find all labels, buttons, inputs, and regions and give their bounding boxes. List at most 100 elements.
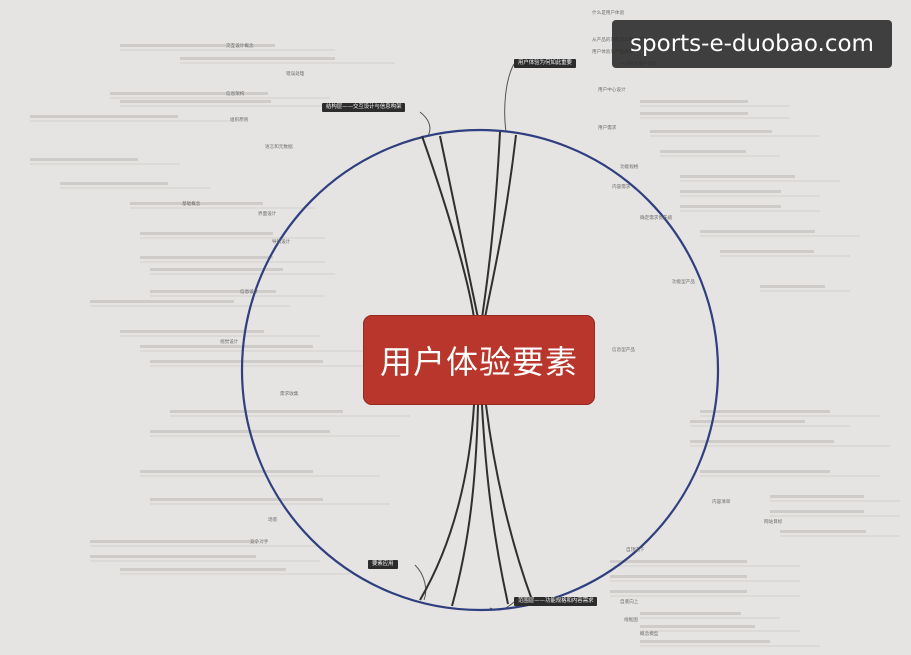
leaf-text-placeholder bbox=[90, 555, 256, 558]
leaf-text-placeholder bbox=[690, 440, 834, 443]
node-label: 内容需求 bbox=[612, 185, 631, 190]
leaf-text-placeholder bbox=[640, 112, 748, 115]
branch-elements-label: 要素应用 bbox=[372, 561, 394, 567]
leaf-text-placeholder bbox=[720, 250, 814, 253]
central-spokes bbox=[419, 131, 533, 607]
leaf-text-placeholder bbox=[150, 498, 323, 501]
leaf-text-placeholder bbox=[770, 495, 864, 498]
central-spoke bbox=[421, 135, 475, 319]
leaf-text-placeholder bbox=[140, 256, 273, 259]
branch-structure-label: 结构层——交互设计与信息构架 bbox=[326, 104, 402, 110]
leaf-text-placeholder bbox=[660, 150, 746, 153]
leaf-text-placeholder bbox=[610, 575, 747, 578]
node-label: 内容清单 bbox=[712, 500, 731, 505]
leaf-text-placeholder bbox=[60, 182, 168, 185]
node-label: 交互设计概念 bbox=[226, 44, 254, 49]
leaf-text-placeholder bbox=[180, 57, 335, 60]
leaf-text-placeholder bbox=[610, 590, 747, 593]
node-label: 什么是用户体验 bbox=[592, 11, 625, 16]
node-label: 场景 bbox=[268, 518, 278, 523]
node-label: 错误处理 bbox=[286, 72, 305, 77]
leaf-text-placeholder bbox=[700, 230, 815, 233]
branch-strategy-label: 用户体验为何如此重要 bbox=[518, 60, 572, 66]
central-spoke bbox=[439, 135, 479, 319]
node-label: 竞争对手 bbox=[250, 540, 269, 545]
node-label: 需求收集 bbox=[280, 392, 299, 397]
leaf-text-placeholder bbox=[150, 268, 283, 271]
node-label: 线框图 bbox=[624, 618, 638, 623]
branch-scope[interactable]: 范围层——功能规格和内容需求 bbox=[514, 597, 598, 606]
leaf-text-placeholder bbox=[140, 470, 313, 473]
leaf-text-placeholder bbox=[780, 530, 866, 533]
node-label: 概念模型 bbox=[640, 632, 659, 637]
leaf-text-placeholder bbox=[130, 202, 263, 205]
node-label: 视觉设计 bbox=[220, 340, 239, 345]
leaf-text-placeholder bbox=[610, 560, 747, 563]
node-label: 确定需求优先级 bbox=[640, 216, 673, 221]
leaf-text-placeholder bbox=[770, 510, 864, 513]
node-label: 功能规格 bbox=[620, 165, 639, 170]
leaf-text-placeholder bbox=[650, 130, 772, 133]
leaf-text-placeholder bbox=[680, 175, 795, 178]
leaf-text-placeholder bbox=[90, 300, 234, 303]
leaf-text-placeholder bbox=[760, 285, 825, 288]
leaf-text-placeholder bbox=[690, 420, 805, 423]
node-label: 用户需求 bbox=[598, 126, 617, 131]
leaf-text-placeholder bbox=[640, 100, 748, 103]
leaf-text-placeholder bbox=[640, 640, 770, 643]
branch-strategy[interactable]: 用户体验为何如此重要 bbox=[514, 59, 576, 68]
node-label: 自底向上 bbox=[620, 600, 639, 605]
node-label: 信息设计 bbox=[240, 290, 259, 295]
central-spoke bbox=[484, 134, 517, 319]
leaf-text-placeholder bbox=[640, 612, 741, 615]
leaf-text-placeholder bbox=[700, 410, 830, 413]
watermark-banner: sports-e-duobao.com bbox=[612, 20, 892, 68]
node-label: 组织原则 bbox=[230, 118, 249, 123]
node-label: 基础概念 bbox=[182, 202, 201, 207]
central-topic[interactable]: 用户体验要素 bbox=[363, 315, 595, 405]
branch-scope-label: 范围层——功能规格和内容需求 bbox=[518, 598, 594, 604]
leaf-text-placeholder bbox=[120, 330, 264, 333]
node-label: 功能型产品 bbox=[672, 280, 695, 285]
central-spoke bbox=[451, 404, 479, 607]
node-label: 导航设计 bbox=[272, 240, 291, 245]
leaf-text-placeholder bbox=[700, 470, 830, 473]
node-label: 信息型产品 bbox=[612, 348, 635, 353]
leaf-text-placeholder bbox=[140, 232, 273, 235]
leaf-text-placeholder bbox=[140, 345, 313, 348]
node-label: 信息架构 bbox=[226, 92, 245, 97]
node-label: 语言和元数据 bbox=[265, 145, 293, 150]
watermark-text: sports-e-duobao.com bbox=[630, 31, 874, 57]
leaf-text-placeholder bbox=[30, 158, 138, 161]
leaf-text-placeholder bbox=[170, 410, 343, 413]
central-spoke bbox=[485, 404, 533, 601]
branch-elements[interactable]: 要素应用 bbox=[368, 560, 398, 569]
leaf-text-placeholder bbox=[640, 625, 755, 628]
central-spoke bbox=[481, 404, 509, 605]
branch-connector bbox=[419, 111, 431, 137]
node-label: 界面设计 bbox=[258, 212, 277, 217]
branch-structure[interactable]: 结构层——交互设计与信息构架 bbox=[322, 103, 406, 112]
leaf-text-placeholder bbox=[110, 92, 268, 95]
node-label: 自顶向下 bbox=[626, 548, 645, 553]
node-label: 用户中心设计 bbox=[598, 88, 626, 93]
leaf-text-placeholder bbox=[120, 44, 275, 47]
leaf-text-placeholder bbox=[120, 568, 286, 571]
branch-connector bbox=[504, 63, 515, 133]
central-ring bbox=[240, 128, 720, 612]
central-topic-title: 用户体验要素 bbox=[379, 343, 578, 381]
leaf-text-placeholder bbox=[150, 430, 330, 433]
connector-lines bbox=[30, 44, 900, 647]
leaf-text-placeholder bbox=[120, 100, 271, 103]
node-label: 网站目标 bbox=[764, 520, 783, 525]
leaf-text-placeholder bbox=[150, 360, 323, 363]
leaf-text-placeholder bbox=[150, 290, 276, 293]
branch-connector bbox=[414, 564, 427, 601]
leaf-text-placeholder bbox=[680, 205, 781, 208]
central-spoke bbox=[419, 404, 475, 601]
leaf-text-placeholder bbox=[680, 190, 781, 193]
leaf-text-placeholder bbox=[90, 540, 256, 543]
central-spoke bbox=[481, 131, 501, 319]
